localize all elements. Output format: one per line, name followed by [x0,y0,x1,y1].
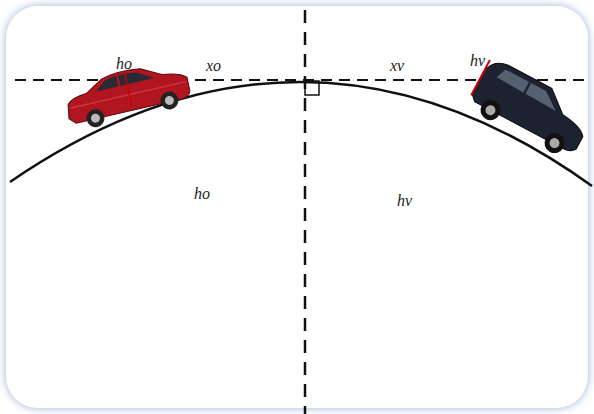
dimension-label: hv [397,193,412,209]
dimension-label: hv [470,53,485,69]
dimension-label: ho [116,56,132,72]
dimension-label: xo [206,58,221,74]
dimension-label: ho [194,186,210,202]
black-car [465,57,594,164]
dimension-label: xv [390,58,404,74]
vertical-axis [304,10,307,414]
right-angle [305,81,319,95]
